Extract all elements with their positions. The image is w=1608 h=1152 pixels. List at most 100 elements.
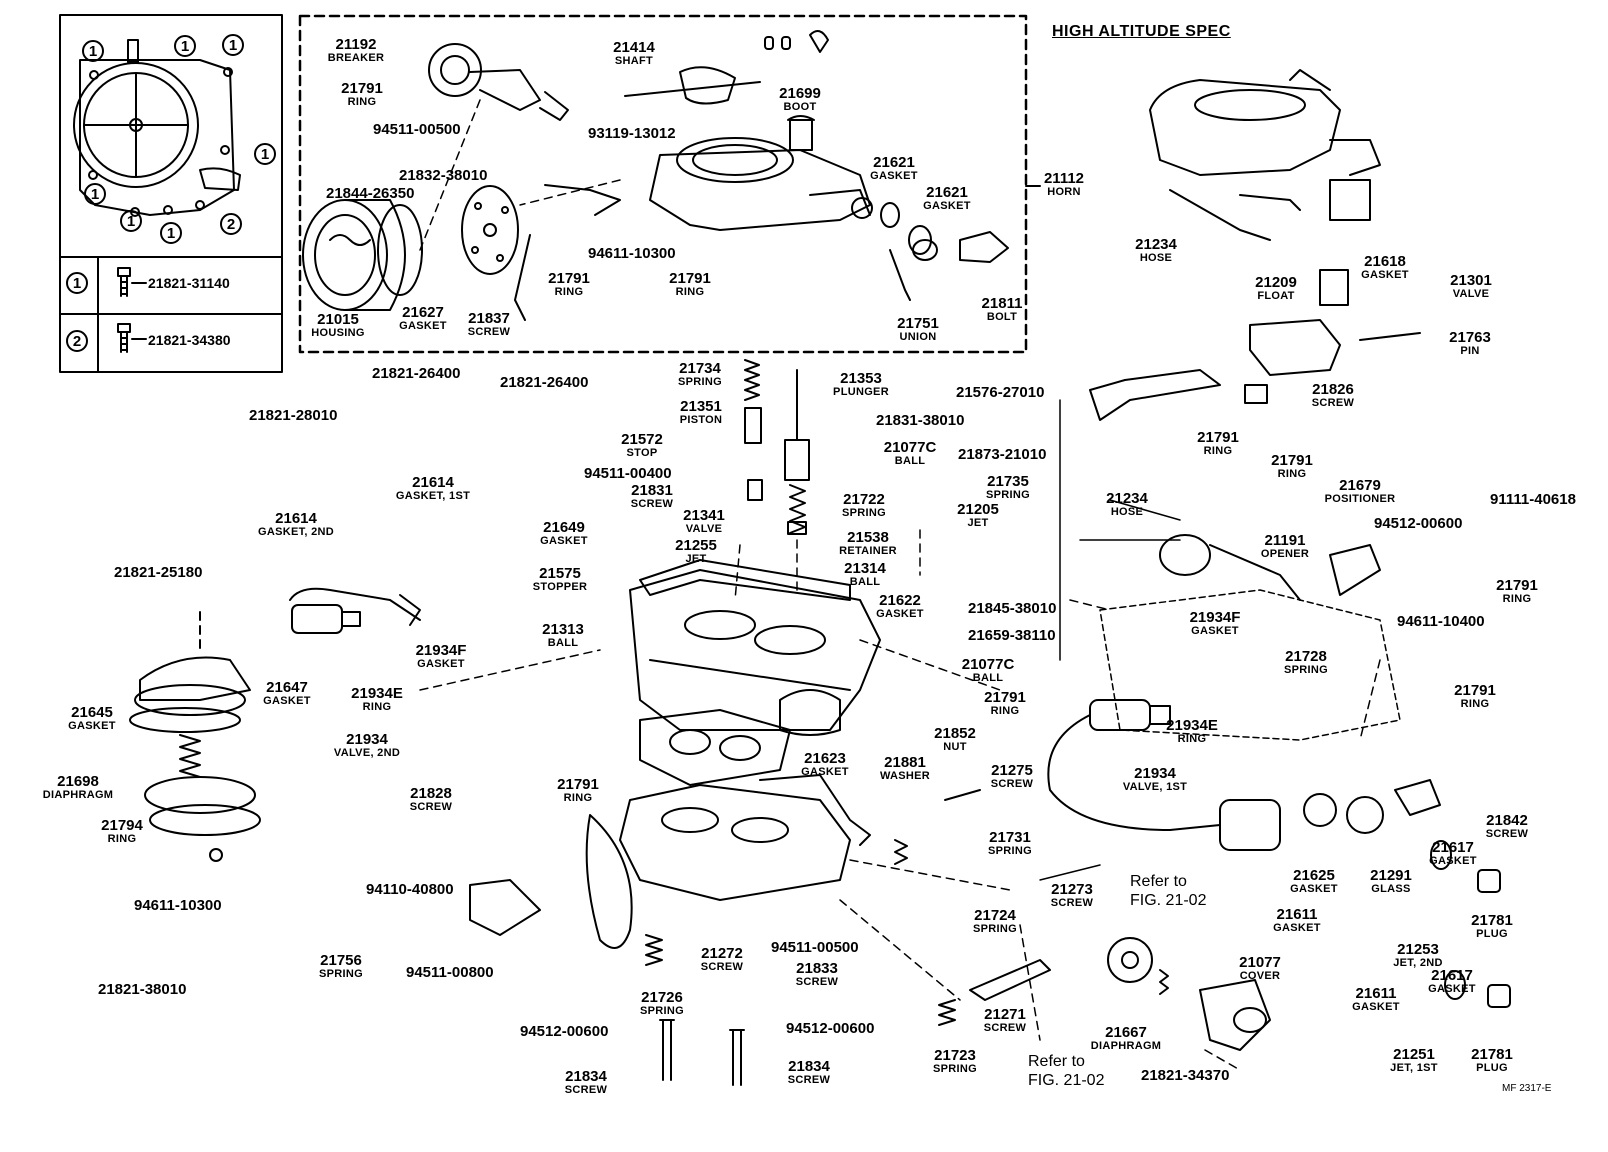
callout: 21821-25180: [114, 564, 203, 581]
callout: 94611-10300: [134, 897, 222, 914]
callout: 21832-38010: [399, 167, 488, 184]
callout: 94611-10400: [1397, 613, 1485, 630]
footer-code: MF 2317-E: [1502, 1083, 1552, 1094]
legend-box: [59, 14, 283, 373]
union-bolt-drawing: [880, 202, 1009, 301]
callout: 21845-38010: [968, 600, 1057, 617]
callout: 21831-38010: [876, 412, 965, 429]
legend-mark-1: 1: [66, 272, 88, 294]
gasket-22-drawing: [639, 559, 851, 601]
small-rings-drawing: [764, 30, 829, 53]
callout: 21873-21010: [958, 446, 1047, 463]
inset-mark: 1: [84, 183, 106, 205]
inset-mark: 1: [82, 40, 104, 62]
callout: 94512-00600: [520, 1023, 609, 1040]
opener-drawing: [1099, 534, 1401, 741]
callout: 21844-26350: [326, 185, 415, 202]
reference-line2: FIG. 21-02: [1028, 1072, 1105, 1089]
high-altitude-assembly-drawing: [1149, 69, 1381, 241]
diaphragm-plate-drawing: [461, 185, 519, 275]
callout: 21821-28010: [249, 407, 338, 424]
throttle-body-drawing: [469, 774, 871, 949]
callout: 21821-34370: [1141, 1067, 1230, 1084]
callout: 21659-38110: [968, 627, 1056, 644]
callout: 94511-00400: [584, 465, 672, 482]
legend-part-2: 21821-34380: [148, 332, 231, 348]
callout: 21576-27010: [956, 384, 1045, 401]
callout: 94611-10300: [588, 245, 676, 262]
lower-right-parts-drawing: [1303, 779, 1511, 1008]
lever-drawing: [1089, 369, 1221, 421]
gasket-23-drawing: [639, 709, 791, 786]
callout: 94511-00800: [406, 964, 494, 981]
shaft-drawing: [624, 66, 815, 151]
cover-drawing: [1107, 937, 1271, 1051]
reference-line2: FIG. 21-02: [1130, 892, 1207, 909]
leader-lines: [419, 99, 1381, 1071]
inset-mark: 1: [222, 34, 244, 56]
callout: 94110-40800: [366, 881, 454, 898]
legend-mark-2: 2: [66, 330, 88, 352]
